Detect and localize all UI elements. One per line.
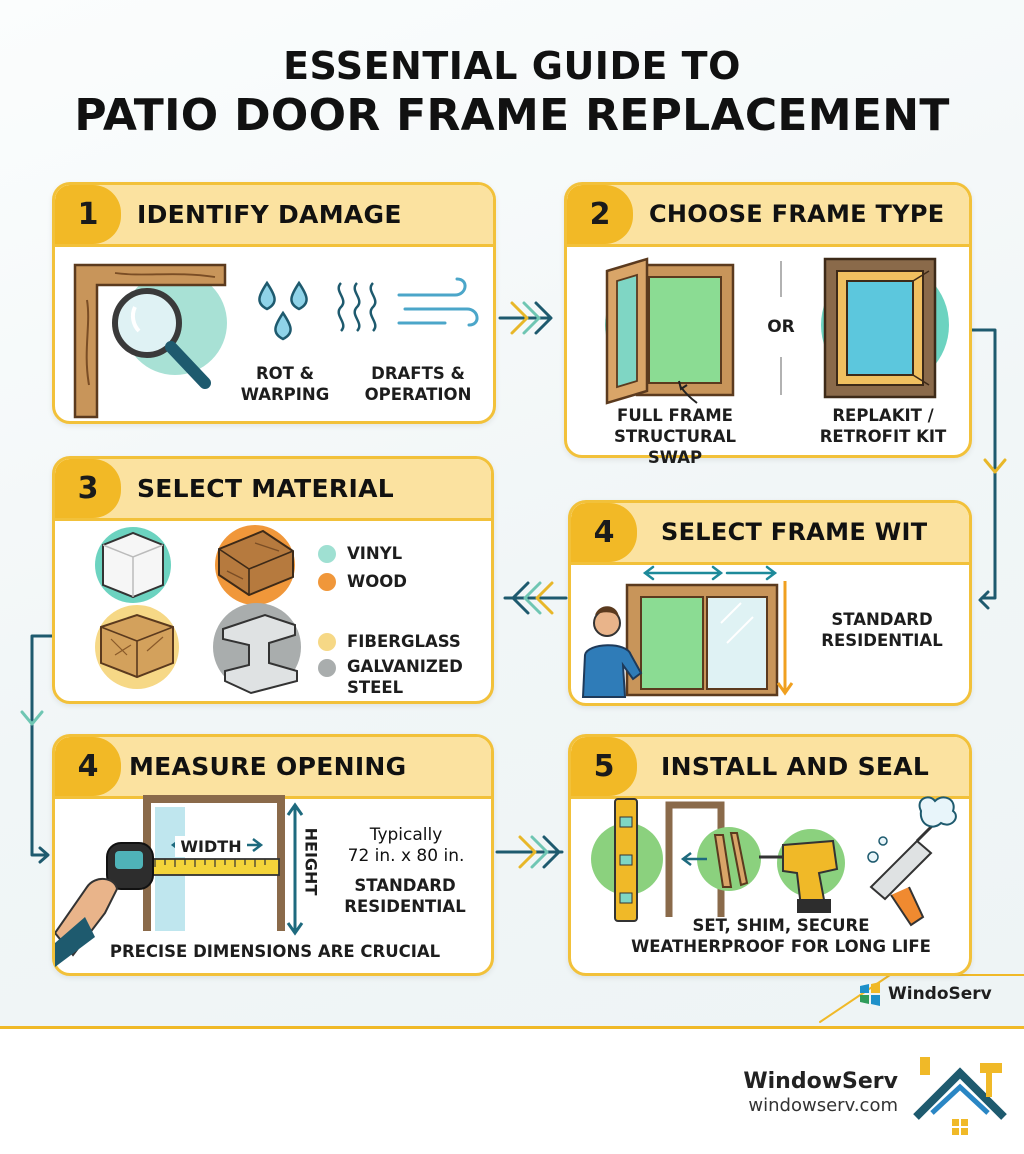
step-heading: MEASURE OPENING [129,752,407,781]
house-logo-icon [913,1057,1007,1135]
wood-swatch [318,573,336,591]
fiberglass-block-icon [95,605,179,689]
label-retrofit-kit: REPLAKIT / RETROFIT KIT [819,406,947,446]
caulk-gun-icon [867,796,957,927]
small-brand-name: WindoServ [888,984,992,1004]
step-identify-damage: 1 IDENTIFY DAMAGE [52,182,496,424]
title-line-1: ESSENTIAL GUIDE TO [283,44,741,88]
small-brand-logo: WindoServ [858,982,992,1006]
step-install-and-seal: 5 INSTALL AND SEAL [568,734,972,976]
footer-brand-url[interactable]: windowserv.com [748,1095,898,1116]
wood-block-icon [215,525,295,605]
install-illustration [591,796,957,927]
step-header: 4 SELECT FRAME WIT [571,503,969,565]
connector-arrows [20,301,1024,1023]
label-rot-warping: ROT & WARPING [240,364,330,404]
step-number: 4 [55,737,121,796]
step-header: 1 IDENTIFY DAMAGE [55,185,493,247]
step-measure-opening: 4 MEASURE OPENING WIDTH HEIGHT Typically… [52,734,494,976]
steel-swatch [318,659,336,677]
or-label: OR [767,317,795,337]
materials-illustration [95,525,301,695]
fiberglass-swatch [318,633,336,651]
person-icon [581,606,643,698]
window-logo-icon [860,982,880,1006]
step-heading: IDENTIFY DAMAGE [137,200,402,229]
step-number: 2 [567,185,633,244]
measure-illustration [55,795,304,967]
label-drafts-operation: DRAFTS & OPERATION [364,364,472,404]
width-label: WIDTH [175,836,247,857]
damage-illustration [73,263,479,419]
step-heading: CHOOSE FRAME TYPE [649,200,945,228]
step-header: 5 INSTALL AND SEAL [571,737,969,799]
step-number: 5 [571,737,637,796]
step-heading: SELECT FRAME WIT [661,518,928,546]
full-frame-icon [605,257,735,405]
step-number: 4 [571,503,637,562]
drill-icon [759,829,845,913]
infographic: ESSENTIAL GUIDE TO PATIO DOOR FRAME REPL… [0,0,1024,1026]
water-drops-icon [258,280,308,341]
step-heading: SELECT MATERIAL [137,474,394,503]
vinyl-swatch [318,545,336,563]
step-header: 4 MEASURE OPENING [55,737,491,799]
height-label: HEIGHT [301,827,321,896]
tape-measure-icon [55,842,280,967]
frame-width-illustration [581,565,794,698]
magnifier-icon [112,288,211,389]
footer-brand-name: WindowServ [743,1069,898,1094]
retrofit-kit-icon [823,257,937,399]
material-fiberglass: FIBERGLASS [347,632,461,651]
step-header: 3 SELECT MATERIAL [55,459,491,521]
material-steel: GALVANIZED STEEL [347,657,463,697]
standard-residential-label: STANDARD RESIDENTIAL [344,876,466,916]
label-full-frame: FULL FRAME STRUCTURAL SWAP [614,406,736,467]
step-choose-frame-type: 2 CHOOSE FRAME TYPE [564,182,972,467]
heat-waves-icon [337,282,377,332]
frame-type-illustration [605,257,949,405]
material-wood: WOOD [347,572,407,591]
wind-icon [397,277,479,327]
material-vinyl: VINYL [347,544,403,563]
title-line-2: PATIO DOOR FRAME REPLACEMENT [74,90,950,141]
steel-beam-icon [213,603,301,695]
footer: WindowServ windowserv.com [0,1026,1024,1154]
step-select-material: 3 SELECT MATERIAL [52,456,494,704]
vinyl-cube-icon [95,527,171,603]
typical-size: Typically 72 in. x 80 in. [347,825,465,866]
step-number: 1 [55,185,121,244]
level-icon [614,798,638,922]
step-header: 2 CHOOSE FRAME TYPE [567,185,969,247]
step-heading: INSTALL AND SEAL [661,752,930,781]
label-standard-residential: STANDARD RESIDENTIAL [821,610,943,650]
precise-dimensions-note: PRECISE DIMENSIONS ARE CRUCIAL [109,942,441,961]
install-note: SET, SHIM, SECURE WEATHERPROOF FOR LONG … [631,916,931,956]
step-number: 3 [55,459,121,518]
step-select-frame-width: 4 SELECT FRAME WIT STANDARD RESIDENTIAL [568,500,972,706]
